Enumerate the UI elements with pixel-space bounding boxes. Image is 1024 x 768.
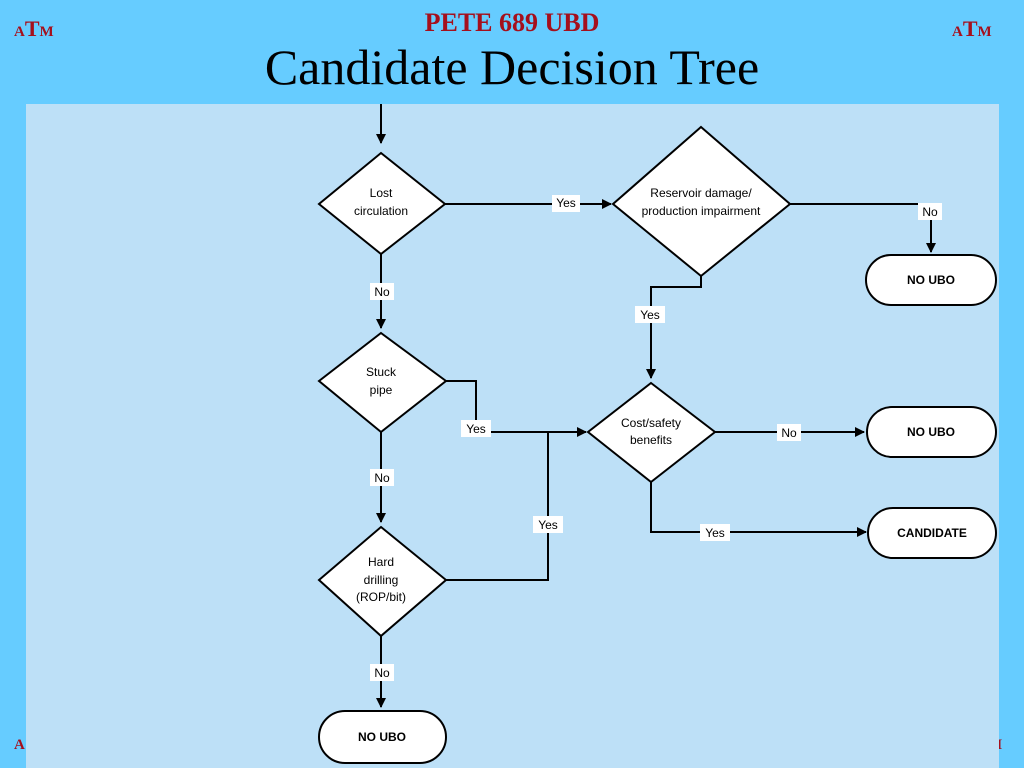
svg-text:CANDIDATE: CANDIDATE	[897, 526, 967, 540]
terminal-no-ubo-middle: NO UBO	[866, 406, 997, 458]
svg-text:Yes: Yes	[705, 526, 725, 540]
decision-reservoir-damage: Reservoir damage/ production impairment	[611, 125, 792, 278]
decision-stuck-pipe: Stuck pipe	[317, 331, 448, 434]
edge-label-sp-no: No	[370, 469, 394, 486]
edge-sp-yes	[446, 380, 587, 437]
svg-text:No: No	[922, 205, 938, 219]
svg-text:benefits: benefits	[630, 433, 672, 447]
svg-text:(ROP/bit): (ROP/bit)	[356, 590, 406, 604]
svg-text:NO UBO: NO UBO	[358, 730, 406, 744]
svg-text:Reservoir damage/: Reservoir damage/	[650, 186, 752, 200]
edge-label-cs-yes: Yes	[700, 524, 730, 541]
edge-label-hd-yes: Yes	[533, 516, 563, 533]
terminal-no-ubo-bottom: NO UBO	[318, 710, 447, 764]
atm-logo-top-right: ATM	[952, 16, 992, 41]
svg-text:circulation: circulation	[354, 204, 408, 218]
svg-text:NO UBO: NO UBO	[907, 273, 955, 287]
edge-label-rd-yes: Yes	[635, 306, 665, 323]
diagram-panel: Lost circulation Reservoir damage/ produ…	[26, 104, 999, 768]
svg-text:No: No	[781, 426, 797, 440]
svg-text:Hard: Hard	[368, 555, 394, 569]
edge-label-cs-no: No	[777, 424, 801, 441]
edge-label-hd-no: No	[370, 664, 394, 681]
svg-text:Yes: Yes	[466, 422, 486, 436]
svg-text:Yes: Yes	[556, 196, 576, 210]
svg-text:Yes: Yes	[640, 308, 660, 322]
svg-text:Stuck: Stuck	[366, 365, 397, 379]
decision-lost-circulation: Lost circulation	[317, 151, 447, 256]
svg-text:production impairment: production impairment	[642, 204, 761, 218]
svg-text:Cost/safety: Cost/safety	[621, 416, 681, 430]
svg-text:Yes: Yes	[538, 518, 558, 532]
svg-text:No: No	[374, 666, 390, 680]
svg-text:No: No	[374, 285, 390, 299]
edge-label-rd-no: No	[918, 203, 942, 220]
edge-rd-yes	[646, 276, 702, 379]
course-code: PETE 689 UBD	[424, 8, 600, 37]
svg-text:NO UBO: NO UBO	[907, 425, 955, 439]
svg-text:No: No	[374, 471, 390, 485]
edge-rd-no	[790, 203, 936, 253]
edge-label-sp-yes: Yes	[461, 420, 491, 437]
edge-label-lc-no: No	[370, 283, 394, 300]
svg-text:Lost: Lost	[370, 186, 393, 200]
edge-label-lc-yes: Yes	[552, 195, 580, 212]
atm-logo-bottom-left: A	[14, 737, 25, 753]
terminal-candidate: CANDIDATE	[867, 507, 997, 559]
edge-cs-yes	[650, 482, 867, 537]
edge-hd-yes	[446, 432, 549, 581]
terminal-no-ubo-top: NO UBO	[865, 254, 997, 306]
slide-title: Candidate Decision Tree	[264, 39, 760, 95]
svg-text:pipe: pipe	[370, 383, 393, 397]
atm-logo-top-left: ATM	[14, 16, 54, 41]
decision-hard-drilling: Hard drilling (ROP/bit)	[317, 525, 448, 638]
decision-cost-safety: Cost/safety benefits	[586, 381, 717, 484]
svg-text:drilling: drilling	[364, 573, 399, 587]
decision-tree-diagram: Lost circulation Reservoir damage/ produ…	[317, 104, 997, 764]
